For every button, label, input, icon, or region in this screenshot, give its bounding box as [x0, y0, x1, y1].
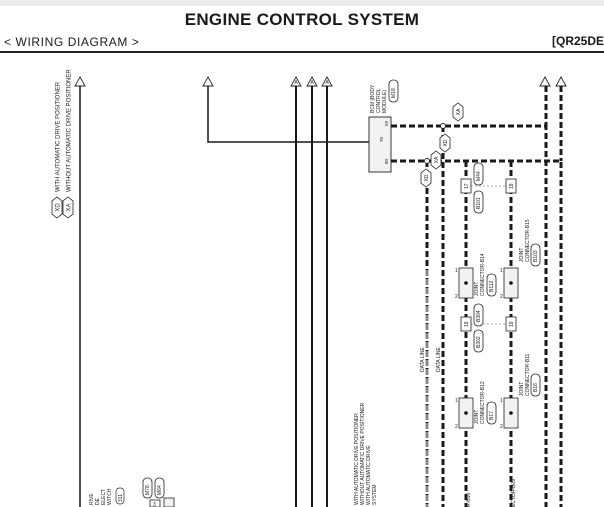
- svg-text:2: 2: [455, 424, 458, 430]
- harness-b304: B304: [476, 310, 482, 322]
- pin-19: 19: [509, 321, 515, 327]
- junction-dot: [424, 158, 430, 164]
- wire-symbols: XA XD XA XD: [420, 102, 464, 188]
- junction-dot: [440, 123, 446, 129]
- page-title: ENGINE CONTROL SYSTEM: [184, 10, 420, 29]
- bcm-box: [368, 116, 392, 173]
- data-line-label-2: DATA LINE: [436, 347, 442, 372]
- svg-text:WITHOUT AUTOMATIC DRIVE POSITI: WITHOUT AUTOMATIC DRIVE POSITIONER: [360, 402, 366, 505]
- pin-18-top: 18: [509, 183, 515, 189]
- legend-symbol-xa-text: XA: [67, 203, 73, 211]
- section-label: < WIRING DIAGRAM >: [4, 35, 140, 49]
- triangle-up-icon: [539, 76, 551, 87]
- connector-b10-label: R-B10: [466, 493, 472, 507]
- joint-connector-b14: JOINT CONNECTOR-B14 B112 1 2: [455, 253, 497, 300]
- symbol-xa-2: XA: [434, 156, 440, 163]
- pin-boxes: 17 18 18 19: [460, 178, 517, 332]
- bottom-harness: M78 M64 3: [142, 477, 175, 507]
- solid-wires: [79, 86, 370, 507]
- bcm-pin-70: 70: [379, 136, 384, 142]
- harness-m64: M64: [157, 485, 163, 495]
- bcm-connector-badge: [388, 79, 399, 103]
- junctions: [424, 123, 446, 164]
- harness-badges: M44 B101 B304 B302: [473, 162, 484, 353]
- legend-symbol-xd: [51, 196, 63, 219]
- svg-text:1: 1: [455, 268, 458, 274]
- harness-pin-3: 3: [153, 502, 156, 507]
- svg-text:A: A: [310, 80, 314, 86]
- svg-text:A: A: [294, 80, 298, 86]
- symbol-xa-1: XA: [456, 108, 462, 115]
- data-line-label-1: DATA LINE: [420, 347, 426, 372]
- svg-text:CONNECTOR-B14: CONNECTOR-B14: [480, 253, 486, 296]
- legend-symbol-xd-text: XD: [56, 203, 62, 212]
- legend-text-xa: WITHOUT AUTOMATIC DRIVE POSITIONER: [67, 69, 73, 192]
- harness-b302: B302: [476, 336, 482, 348]
- engine-code: [QR25DE: [551, 34, 604, 48]
- pin-18-mid: 18: [464, 321, 470, 327]
- svg-text:2: 2: [500, 294, 503, 300]
- joint-connector-b11: JOINT CONNECTOR-B11 B16 1 2: [500, 353, 541, 430]
- bcm-label-1: BCM (BODY: [370, 84, 376, 113]
- bcm-pin-80: 80: [384, 158, 389, 164]
- legend: XD WITH AUTOMATIC DRIVE POSITIONER XA WI…: [51, 69, 74, 219]
- svg-text:WITH AUTOMATIC DRIVE: WITH AUTOMATIC DRIVE: [366, 445, 372, 505]
- svg-text:JOINT: JOINT: [519, 382, 525, 396]
- svg-text:SYSTEM: SYSTEM: [372, 484, 378, 505]
- triangle-up-icon: [555, 76, 567, 87]
- svg-text:CONNECTOR-B11: CONNECTOR-B11: [525, 353, 531, 396]
- svg-text:B103: B103: [533, 250, 539, 262]
- joint-connector-b12: JOINT CONNECTOR-B12 B17 1 2: [455, 381, 497, 430]
- legend-symbol-xa: [62, 196, 74, 219]
- svg-text:A: A: [325, 80, 329, 86]
- svg-text:RIVE: RIVE: [89, 493, 95, 505]
- svg-text:CONNECTOR-B15: CONNECTOR-B15: [525, 219, 531, 262]
- svg-text:B112: B112: [489, 280, 495, 292]
- bcm-label-2: CONTROL: [376, 88, 382, 113]
- notes: WITH AUTOMATIC DRIVE POSITIONER WITHOUT …: [354, 402, 378, 505]
- svg-text:WITCH: WITCH: [107, 488, 113, 505]
- harness-m44: M44: [476, 171, 482, 181]
- svg-text:CONNECTOR-B12: CONNECTOR-B12: [480, 381, 486, 424]
- svg-text:JOINT: JOINT: [519, 248, 525, 262]
- svg-text:1: 1: [500, 398, 503, 404]
- connector-b09-label: ECTOR-B09: [511, 479, 517, 507]
- svg-text:2: 2: [500, 424, 503, 430]
- triangle-up-icon: [74, 76, 86, 87]
- bcm-module: 70 59 80 BCM (BODY CONTROL MODULE) M18: [368, 79, 399, 173]
- harness-b101: B101: [476, 197, 482, 209]
- svg-text:DE: DE: [95, 497, 101, 505]
- bcm-connector: M18: [391, 88, 397, 98]
- svg-text:JOINT: JOINT: [474, 282, 480, 296]
- header-rule: [0, 51, 604, 53]
- svg-text:311: 311: [118, 494, 124, 502]
- svg-text:1: 1: [455, 398, 458, 404]
- svg-text:1: 1: [500, 268, 503, 274]
- bcm-label-3: MODULE): [382, 90, 388, 113]
- left-fragment-labels: RIVE DE ELECT WITCH 311: [89, 487, 125, 505]
- bcm-pin-59: 59: [384, 120, 389, 126]
- harness-m78: M78: [145, 485, 151, 495]
- svg-text:B17: B17: [489, 411, 495, 420]
- symbol-xd-1: XD: [443, 139, 449, 146]
- joint-connector-b15: JOINT CONNECTOR-B15 B103 1 2: [500, 219, 541, 300]
- pin-17: 17: [464, 183, 470, 189]
- legend-text-xd: WITH AUTOMATIC DRIVE POSITIONER: [56, 81, 62, 192]
- top-band: [0, 0, 604, 6]
- continuation-arrows: [74, 76, 567, 87]
- svg-text:B16: B16: [533, 383, 539, 392]
- triangle-up-icon: [202, 76, 214, 87]
- svg-text:WITH AUTOMATIC DRIVE POSITIONE: WITH AUTOMATIC DRIVE POSITIONER: [354, 413, 360, 505]
- symbol-xd-2: XD: [424, 174, 430, 181]
- svg-text:ELECT: ELECT: [101, 489, 107, 505]
- svg-text:JOINT: JOINT: [474, 410, 480, 424]
- svg-text:2: 2: [455, 294, 458, 300]
